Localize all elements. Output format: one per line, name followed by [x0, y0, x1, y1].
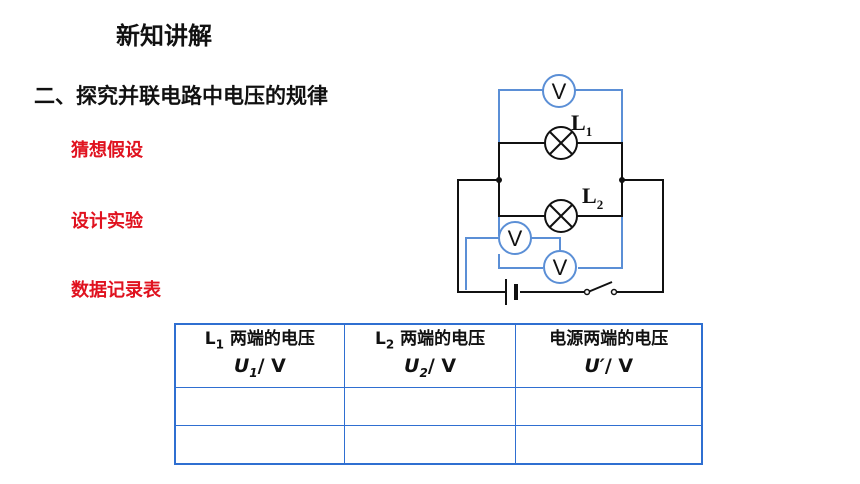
header-l2-line2: U2/ V [345, 355, 516, 384]
lamp-label-l1-letter: L [571, 110, 586, 135]
voltmeter-l2-symbol: V [553, 255, 568, 280]
voltmeter-wires [465, 89, 623, 290]
header-l1-line1: L1 两端的电压 [176, 328, 344, 355]
header-l2-var: U [404, 355, 420, 378]
header-l1-unit: / V [257, 355, 286, 378]
lamp-label-l2-sub: 2 [597, 197, 604, 212]
header-l1-sub: 1 [215, 337, 224, 352]
header-l2-unit: / V [427, 355, 457, 378]
table-cell[interactable] [174, 387, 345, 426]
table-cell[interactable] [343, 425, 517, 465]
header-source-var: U′ [584, 355, 605, 378]
header-source-line1: 电源两端的电压 [516, 328, 701, 355]
table-cell[interactable] [343, 387, 517, 426]
lamp-l1 [544, 126, 578, 160]
table-row [174, 425, 703, 465]
lamp-label-l1: L1 [571, 110, 592, 139]
header-l2-var-sub: 2 [419, 366, 428, 381]
header-source-unit: / V [604, 355, 634, 378]
header-l2-voltage: L2 两端的电压 U2/ V [343, 323, 517, 388]
step-design-experiment: 设计实验 [71, 211, 143, 232]
table-row [174, 387, 703, 426]
page-title: 新知讲解 [116, 22, 212, 50]
voltmeter-l1-symbol: V [552, 79, 567, 104]
battery-symbol [505, 279, 518, 305]
header-l2-letter: L [375, 328, 386, 349]
header-l1-var-sub: 1 [249, 366, 258, 381]
step-hypothesis: 猜想假设 [71, 140, 143, 161]
lamp-label-l1-sub: 1 [586, 124, 593, 139]
header-source-voltage: 电源两端的电压 U′/ V [515, 323, 703, 388]
section-heading: 二、探究并联电路中电压的规律 [34, 84, 328, 108]
step-data-table: 数据记录表 [71, 280, 161, 301]
voltmeter-l2: V [543, 250, 577, 284]
table-header-row: L1 两端的电压 U1/ V L2 两端的电压 U2/ V 电源两端的电压 U′… [174, 323, 703, 388]
header-l2-sub: 2 [385, 337, 395, 352]
header-l1-letter: L [204, 328, 216, 349]
switch-contact [583, 288, 591, 296]
data-record-table: L1 两端的电压 U1/ V L2 两端的电压 U2/ V 电源两端的电压 U′… [174, 323, 703, 465]
voltmeter-l1: V [542, 74, 576, 108]
header-l1-voltage: L1 两端的电压 U1/ V [174, 323, 345, 388]
junction-dot [619, 177, 625, 183]
lamp-label-l2-letter: L [582, 183, 597, 208]
header-l2-rest: 两端的电压 [394, 328, 486, 349]
table-cell[interactable] [515, 425, 703, 465]
header-source-line2: U′/ V [516, 355, 701, 384]
table-cell[interactable] [515, 387, 703, 426]
header-l2-line1: L2 两端的电压 [345, 328, 516, 355]
header-source-text: 电源两端的电压 [549, 328, 669, 349]
lamp-l2 [544, 199, 578, 233]
voltmeter-source: V [498, 221, 532, 255]
lamp-label-l2: L2 [582, 183, 603, 212]
table-cell[interactable] [174, 425, 345, 465]
header-l1-line2: U1/ V [176, 355, 344, 384]
main-circuit-wires [457, 142, 664, 293]
header-l1-var: U [233, 355, 250, 378]
voltmeter-source-symbol: V [508, 226, 523, 251]
switch-contact [610, 288, 618, 296]
header-l1-rest: 两端的电压 [224, 328, 315, 349]
junction-dot [496, 177, 502, 183]
